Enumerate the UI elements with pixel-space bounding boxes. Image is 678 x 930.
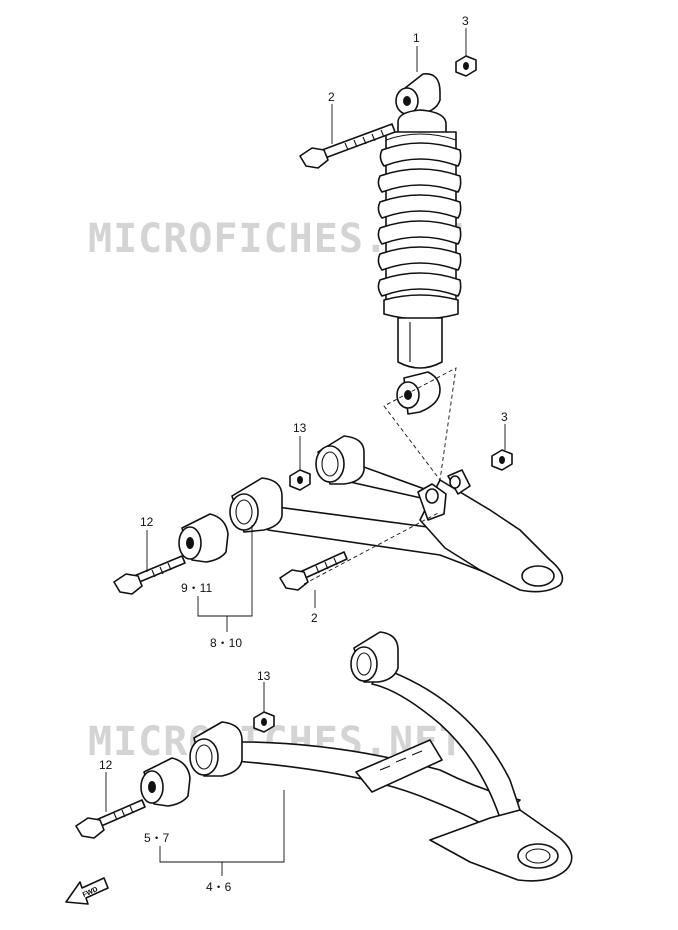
callout-12-bottom: 12 (99, 758, 113, 772)
nut-top (455, 55, 477, 77)
alignment-lines (303, 367, 457, 585)
callout-13-bottom: 13 (257, 669, 271, 683)
callout-2-top: 2 (328, 90, 335, 104)
callout-9-11: 9・11 (181, 581, 212, 595)
nut-mid-13 (289, 469, 311, 491)
bolt-mid-12 (113, 555, 186, 595)
shock-absorber (377, 73, 462, 415)
bolt-bottom-12 (75, 799, 146, 839)
callout-2-mid: 2 (311, 611, 318, 625)
callout-3-top: 3 (462, 14, 469, 28)
callout-8-10: 8・10 (210, 636, 242, 650)
callout-5-7: 5・7 (144, 831, 170, 845)
bushing-upper (178, 513, 229, 563)
bushing-lower (140, 757, 191, 807)
nut-mid-3 (491, 449, 513, 471)
callout-13-mid: 13 (293, 421, 307, 435)
bolt-mid-2 (279, 551, 348, 591)
callout-labels: 1 2 3 3 13 12 9・11 8・10 2 13 12 5・7 4・6 (99, 14, 508, 894)
bolt-top (299, 123, 396, 169)
callout-12-mid: 12 (140, 515, 154, 529)
upper-arm (229, 435, 564, 593)
leader-lines (105, 28, 506, 876)
callout-4-6: 4・6 (206, 880, 232, 894)
fwd-arrow-icon: FWD (65, 877, 109, 905)
callout-3-mid: 3 (501, 410, 508, 424)
lower-arm (189, 631, 573, 882)
callout-1: 1 (413, 31, 420, 45)
